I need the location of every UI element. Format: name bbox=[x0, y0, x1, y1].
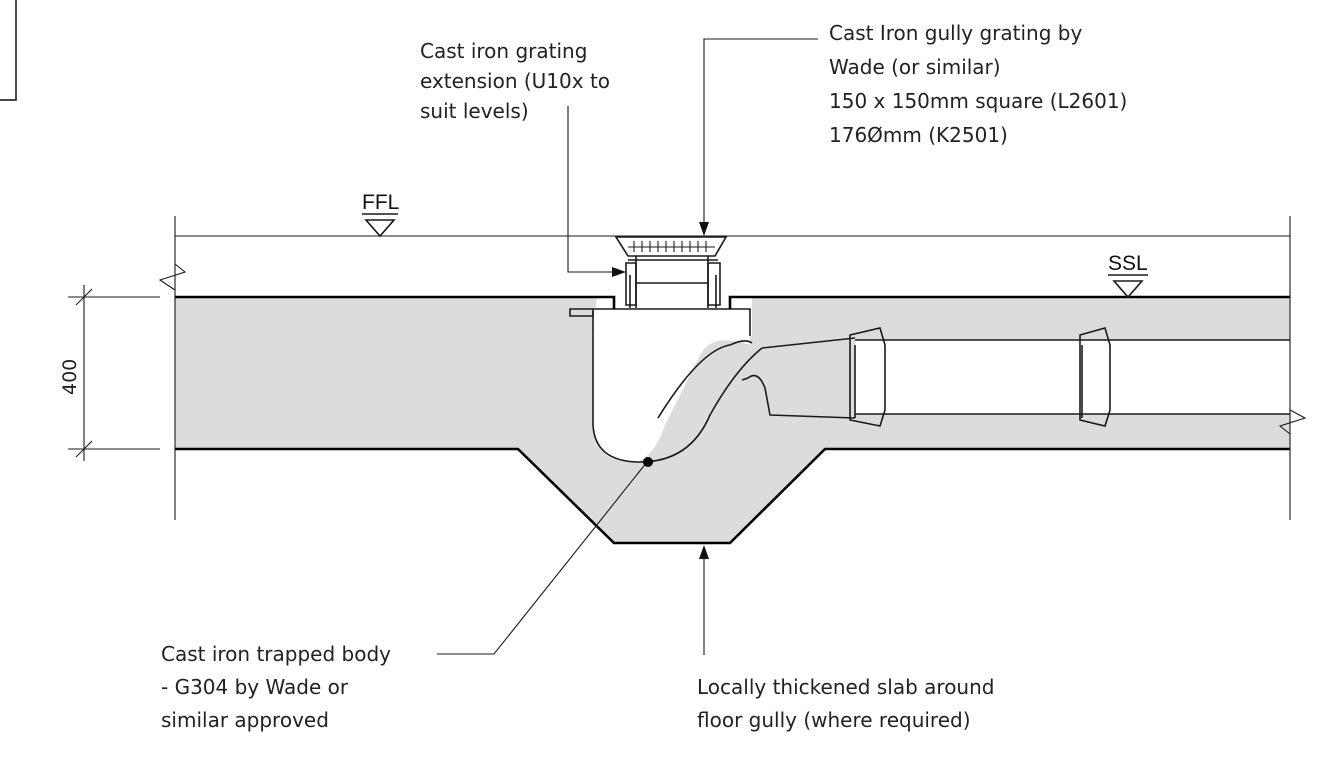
note-line: Cast iron trapped body bbox=[161, 642, 391, 666]
grating-bars bbox=[628, 241, 715, 252]
pipe-coupling-2 bbox=[1079, 327, 1111, 427]
break-line-right bbox=[1278, 409, 1307, 435]
title-block-fragment bbox=[0, 0, 17, 101]
trapped-body bbox=[593, 308, 750, 462]
break-line-left bbox=[158, 263, 187, 291]
slab-thickness-dimension: 400 bbox=[59, 285, 160, 461]
grating-leader bbox=[703, 38, 818, 225]
pipe-coupling-1 bbox=[849, 327, 886, 427]
drain-pipe bbox=[849, 327, 1290, 427]
note-trapped-body: Cast iron trapped body - G304 by Wade or… bbox=[161, 642, 391, 732]
ffl-level-marker: FFL bbox=[362, 191, 399, 238]
dimension-text: 400 bbox=[59, 359, 81, 395]
note-line: 176Ømm (K2501) bbox=[829, 123, 1008, 147]
note-line: suit levels) bbox=[420, 99, 529, 123]
note-line: Wade (or similar) bbox=[829, 55, 1001, 79]
note-thickened-slab: Locally thickened slab around floor gull… bbox=[697, 675, 994, 732]
extension-leader bbox=[567, 106, 614, 273]
body-leader bbox=[437, 461, 648, 655]
note-line: Cast Iron gully grating by bbox=[829, 21, 1082, 45]
trap-outlet-bend bbox=[729, 340, 753, 381]
note-line: floor gully (where required) bbox=[697, 708, 971, 732]
trap-inner-wall bbox=[657, 344, 731, 419]
note-line: similar approved bbox=[161, 708, 329, 732]
leader-lines bbox=[437, 38, 818, 655]
grating-assembly bbox=[614, 236, 728, 308]
trapped-body-outline bbox=[592, 311, 763, 463]
note-grating-extension: Cast iron grating extension (U10x to sui… bbox=[420, 39, 610, 123]
note-line: - G304 by Wade or bbox=[161, 675, 349, 699]
ssl-level-marker: SSL bbox=[1108, 252, 1148, 299]
ssl-label: SSL bbox=[1108, 252, 1148, 275]
note-line: Locally thickened slab around bbox=[697, 675, 994, 699]
trap-outlet bbox=[747, 337, 856, 419]
body-flange bbox=[569, 308, 751, 336]
note-line: Cast iron grating bbox=[420, 39, 587, 63]
note-line: 150 x 150mm square (L2601) bbox=[829, 89, 1127, 113]
ffl-label: FFL bbox=[362, 191, 399, 214]
slab-outline bbox=[158, 216, 1307, 545]
note-line: extension (U10x to bbox=[420, 69, 610, 93]
note-gully-grating: Cast Iron gully grating by Wade (or simi… bbox=[829, 21, 1127, 147]
